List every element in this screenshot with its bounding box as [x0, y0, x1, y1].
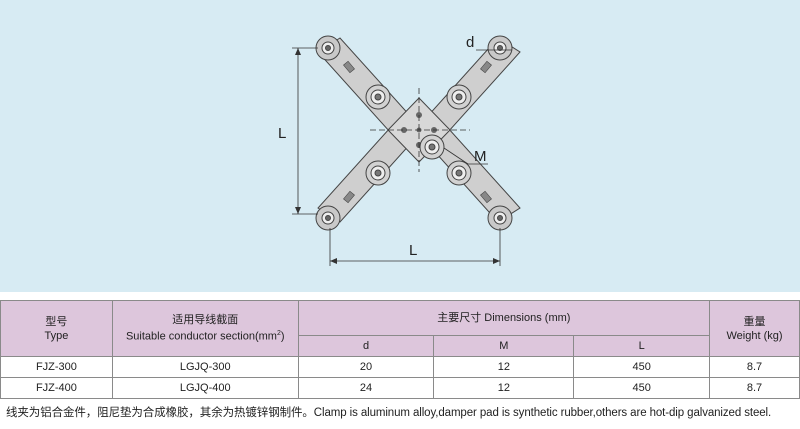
cell-l: 450 [573, 377, 711, 399]
cell-m: 12 [433, 377, 575, 399]
cell-l: 450 [573, 356, 711, 378]
dimension-label-m: M [474, 148, 487, 165]
table-row: FJZ-400 LGJQ-400 24 12 450 8.7 [0, 377, 800, 399]
header-dimensions: 主要尺寸 Dimensions (mm) [297, 300, 711, 336]
cell-d: 20 [297, 356, 435, 378]
dimension-label-d: d [466, 34, 475, 51]
cell-m: 12 [433, 356, 575, 378]
header-conductor: 适用导线截面 Suitable conductor section(mm2) [111, 300, 299, 357]
subheader-m: M [433, 335, 575, 357]
table-row: FJZ-300 LGJQ-300 20 12 450 8.7 [0, 356, 800, 378]
product-drawing: d M L L [0, 0, 800, 292]
cell-conductor: LGJQ-300 [111, 356, 299, 378]
header-weight: 重量 Weight (kg) [709, 300, 800, 357]
table-header-row: 型号 Type 适用导线截面 Suitable conductor sectio… [0, 300, 800, 357]
material-note: 线夹为铝合金件，阻尼垫为合成橡胶，其余为热镀锌钢制件。Clamp is alum… [6, 407, 772, 419]
cell-d: 24 [297, 377, 435, 399]
dimension-label-l-vertical: L [278, 125, 287, 142]
cell-weight: 8.7 [709, 356, 800, 378]
dimension-label-l-horizontal: L [409, 242, 418, 259]
cell-type: FJZ-300 [0, 356, 113, 378]
header-type: 型号 Type [0, 300, 113, 357]
specification-table: 型号 Type 适用导线截面 Suitable conductor sectio… [0, 300, 800, 399]
spacer-damper-drawing [292, 35, 521, 266]
cell-conductor: LGJQ-400 [111, 377, 299, 399]
subheader-l: L [573, 335, 711, 357]
cell-weight: 8.7 [709, 377, 800, 399]
cell-type: FJZ-400 [0, 377, 113, 399]
subheader-d: d [297, 335, 435, 357]
